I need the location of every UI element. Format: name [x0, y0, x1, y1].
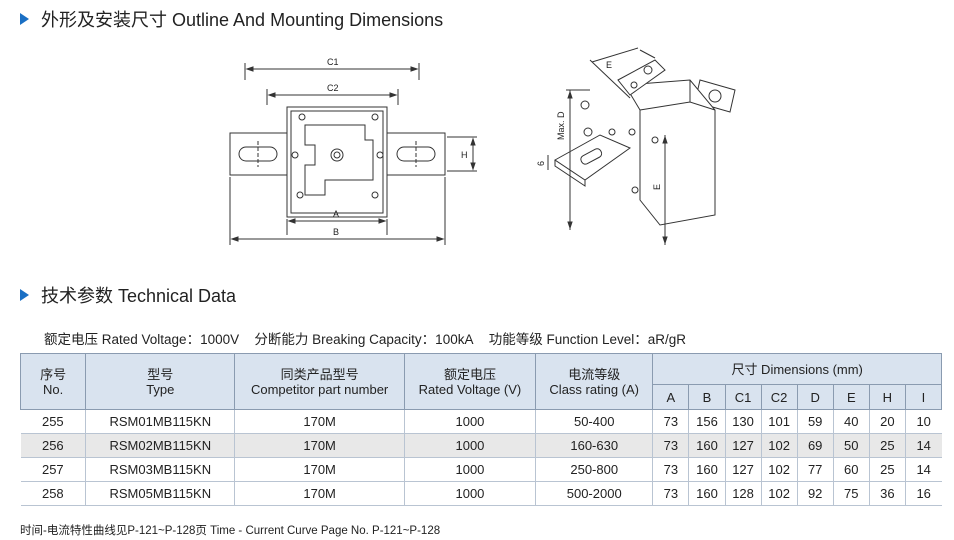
header-dim-i: I — [904, 384, 943, 410]
header-dimensions: 尺寸 Dimensions (mm) — [652, 353, 942, 385]
dim-label-c1: C1 — [327, 57, 339, 67]
function-level: 功能等级 Function Level：aR/gR — [488, 332, 687, 347]
breaking-capacity: 分断能力 Breaking Capacity：100kA — [254, 332, 474, 347]
dim-label-a: A — [333, 209, 339, 219]
rated-parameters: 额定电压 Rated Voltage：1000V 分断能力 Breaking C… — [44, 328, 690, 348]
header-no: 序号 No. — [19, 353, 87, 410]
header-voltage: 额定电压 Rated Voltage (V) — [403, 353, 537, 410]
isometric-view-drawing: E Max. D 6 E — [536, 47, 736, 245]
table-row: 258 RSM05MB115KN 170M 1000 500-2000 73 1… — [20, 481, 942, 506]
header-dim-h: H — [868, 384, 906, 410]
section-title: 外形及安装尺寸 Outline And Mounting Dimensions — [41, 10, 444, 30]
table-row: 256 RSM02MB115KN 170M 1000 160-630 73 16… — [20, 433, 942, 458]
dim-label-max-d: Max. D — [556, 111, 566, 140]
technical-data-table: 序号 No. 型号 Type 同类产品型号 Competitor part nu… — [19, 353, 943, 506]
triangle-bullet-icon — [20, 289, 29, 301]
dim-label-6: 6 — [536, 161, 546, 166]
dim-label-c2: C2 — [327, 83, 339, 93]
header-competitor: 同类产品型号 Competitor part number — [234, 353, 405, 410]
header-dim-c2: C2 — [760, 384, 798, 410]
section-heading-technical: 技术参数 Technical Data — [20, 282, 236, 308]
section-title: 技术参数 Technical Data — [41, 286, 237, 306]
header-dim-d: D — [796, 384, 834, 410]
dim-label-b: B — [333, 227, 339, 237]
header-dim-e: E — [832, 384, 870, 410]
header-dim-a: A — [652, 384, 690, 410]
dim-label-e-side: E — [652, 184, 662, 190]
dim-label-e-top: E — [606, 60, 612, 70]
table-row: 257 RSM03MB115KN 170M 1000 250-800 73 16… — [20, 457, 942, 482]
header-type: 型号 Type — [85, 353, 236, 410]
front-view-drawing: C1 C2 H A B — [229, 57, 477, 245]
dim-label-h: H — [461, 150, 468, 160]
section-heading-outline: 外形及安装尺寸 Outline And Mounting Dimensions — [20, 6, 443, 32]
curve-page-note: 时间-电流特性曲线见P-121~P-128页 Time - Current Cu… — [20, 525, 441, 537]
rated-voltage: 额定电压 Rated Voltage：1000V — [44, 332, 240, 347]
triangle-bullet-icon — [20, 13, 29, 25]
header-class: 电流等级 Class rating (A) — [535, 353, 654, 410]
header-dim-b: B — [688, 384, 726, 410]
table-row: 255 RSM01MB115KN 170M 1000 50-400 73 156… — [20, 409, 942, 434]
header-dim-c1: C1 — [724, 384, 762, 410]
